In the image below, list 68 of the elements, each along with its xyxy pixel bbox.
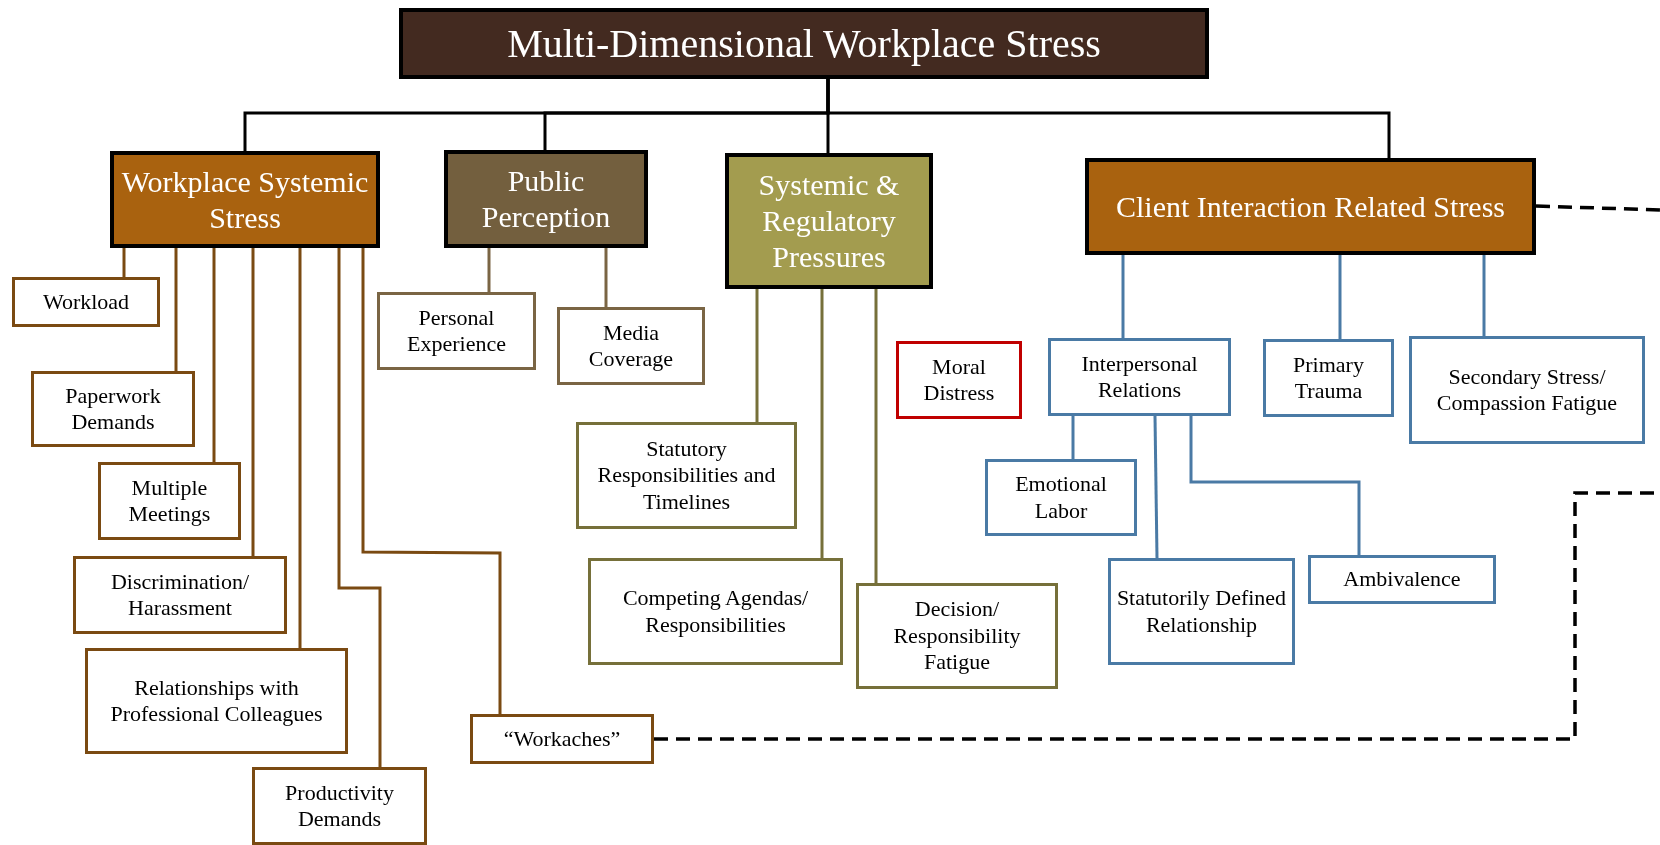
connector-line bbox=[874, 289, 878, 583]
category-box bbox=[725, 153, 933, 289]
node-label: Statutorily Defined Relationship bbox=[1115, 585, 1288, 638]
connector-line bbox=[1153, 415, 1159, 559]
node-label: Productivity Demands bbox=[284, 779, 395, 833]
connector-line bbox=[298, 248, 302, 648]
connector-line bbox=[122, 248, 126, 277]
node-label: Workplace Systemic Stress bbox=[120, 163, 370, 236]
stressor-box bbox=[98, 462, 241, 540]
node-label: Discrimination/ Harassment bbox=[109, 568, 251, 622]
node-label: Secondary Stress/ Compassion Fatigue bbox=[1435, 363, 1619, 417]
connector-line bbox=[337, 248, 382, 767]
stressor-box bbox=[1308, 555, 1496, 604]
connector-line bbox=[212, 248, 216, 462]
connector-line bbox=[1121, 255, 1125, 338]
node-label: Workload bbox=[42, 288, 130, 316]
connector-line bbox=[1189, 416, 1361, 555]
stressor-box bbox=[85, 648, 348, 754]
stressor-box bbox=[377, 292, 536, 370]
stressor-box bbox=[588, 558, 843, 665]
stressor-box bbox=[985, 459, 1137, 536]
node-label: Primary Trauma bbox=[1292, 351, 1365, 405]
stressor-box bbox=[896, 341, 1022, 419]
stressor-box bbox=[1048, 338, 1231, 416]
category-box bbox=[1085, 158, 1536, 255]
stressor-box bbox=[557, 307, 705, 385]
node-label: Ambivalence bbox=[1343, 566, 1461, 593]
node-label: Statutory Responsibilities and Timelines bbox=[596, 435, 777, 516]
node-label: Systemic & Regulatory Pressures bbox=[757, 167, 901, 275]
node-label: Multi-Dimensional Workplace Stress bbox=[507, 19, 1101, 68]
node-label: Multiple Meetings bbox=[127, 474, 212, 528]
stressor-box bbox=[576, 422, 797, 529]
node-label: Interpersonal Relations bbox=[1080, 350, 1199, 404]
connector-line bbox=[755, 289, 759, 422]
node-label: Moral Distress bbox=[922, 353, 996, 407]
node-label: Paperwork Demands bbox=[64, 382, 162, 436]
stressor-box bbox=[1263, 339, 1394, 417]
node-label: Emotional Labor bbox=[1014, 471, 1108, 524]
connector-line bbox=[1482, 255, 1486, 336]
stressor-box bbox=[1108, 558, 1295, 665]
category-box bbox=[110, 151, 380, 248]
node-label: Media Coverage bbox=[587, 319, 675, 373]
stressor-box bbox=[856, 583, 1058, 689]
node-label: Personal Experience bbox=[406, 304, 507, 358]
node-label: Public Perception bbox=[480, 163, 612, 235]
node-label: “Workaches” bbox=[503, 725, 621, 753]
stressor-box bbox=[470, 714, 654, 764]
connector-line bbox=[487, 248, 491, 292]
connector-line bbox=[604, 248, 608, 307]
connector-line bbox=[1338, 255, 1342, 339]
connector-line bbox=[826, 79, 1391, 158]
stressor-box bbox=[73, 556, 287, 634]
connector-line bbox=[174, 248, 178, 371]
stressor-box bbox=[31, 371, 195, 447]
dashed-connector bbox=[1535, 204, 1660, 212]
stressor-box bbox=[1409, 336, 1645, 444]
connector-line bbox=[361, 248, 502, 714]
node-label: Competing Agendas/ Responsibilities bbox=[621, 585, 810, 638]
node-label: Relationships with Professional Colleagues bbox=[109, 674, 324, 728]
node-label: Decision/ Responsibility Fatigue bbox=[892, 596, 1022, 676]
connector-line bbox=[1071, 416, 1075, 459]
node-label: Client Interaction Related Stress bbox=[1115, 188, 1506, 225]
connector-line bbox=[820, 289, 824, 558]
stressor-box bbox=[12, 277, 160, 327]
connector-line bbox=[251, 248, 255, 556]
category-box bbox=[444, 150, 648, 248]
title-box bbox=[399, 8, 1209, 79]
stressor-box bbox=[252, 767, 427, 845]
